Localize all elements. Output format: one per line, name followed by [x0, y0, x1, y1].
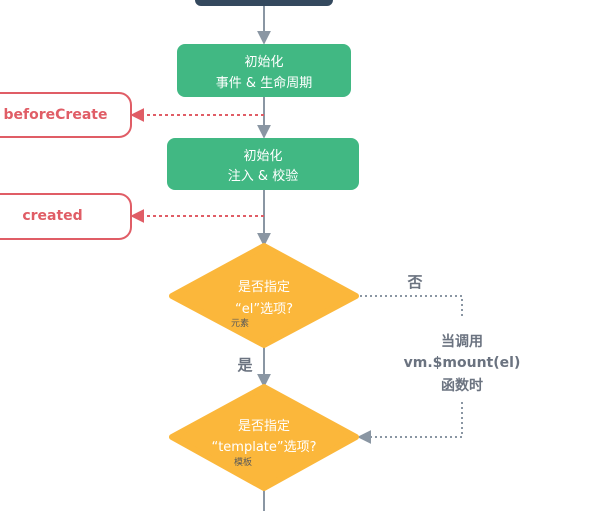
init-events-label-2: 事件 & 生命周期 — [215, 75, 313, 91]
init-events-label-1: 初始化 — [244, 54, 284, 70]
decision-el-diamond — [169, 243, 359, 348]
mount-label-3: 函数时 — [441, 378, 483, 394]
yes-branch-label: 是 — [237, 355, 253, 374]
mount-label-2: vm.$mount(el) — [403, 355, 521, 371]
init-inject-label-2: 注入 & 校验 — [227, 168, 299, 184]
decision-el-label-2: “el”选项? — [235, 301, 293, 317]
no-branch-path-bottom — [357, 402, 463, 444]
init-events-node — [177, 44, 351, 97]
decision-template-diamond — [169, 384, 359, 491]
init-inject-label-1: 初始化 — [243, 148, 283, 164]
no-branch-label: 否 — [407, 272, 423, 291]
decision-template-label-2: “template”选项? — [211, 439, 317, 455]
no-branch-path-top — [360, 295, 463, 318]
decision-template-note: 模板 — [233, 457, 252, 468]
created-label: created — [22, 208, 83, 224]
decision-template-label-1: 是否指定 — [237, 418, 290, 434]
before-create-hook-box — [0, 92, 132, 138]
decision-el-label-1: 是否指定 — [237, 279, 290, 295]
created-hook-box — [0, 193, 132, 240]
decision-el-note: 元素 — [230, 318, 249, 329]
init-inject-node — [167, 138, 359, 190]
mount-label-1: 当调用 — [441, 334, 483, 350]
before-create-label: beforeCreate — [3, 107, 108, 123]
start-node — [195, 0, 333, 6]
